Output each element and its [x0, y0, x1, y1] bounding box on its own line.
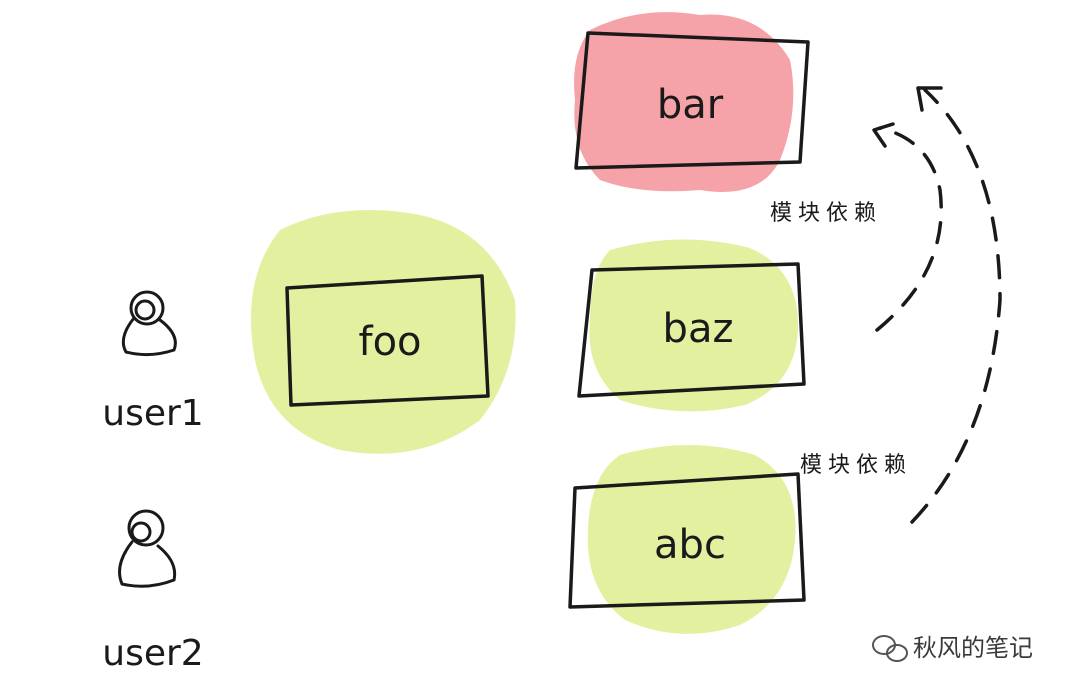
dependency-arrow-abc-bar: [910, 86, 1002, 524]
dependency-arrow-baz-bar: [872, 122, 943, 332]
module-abc-box: [568, 472, 806, 609]
watermark-label: 秋风的笔记: [913, 634, 1033, 662]
module-foo-label: foo: [358, 319, 421, 365]
user2: user2: [102, 509, 204, 674]
module-bar-box: [574, 31, 810, 170]
module-foo-highlight: [250, 210, 516, 454]
dependency-arrow-baz-bar-head: [872, 122, 895, 148]
wechat-icon: [872, 635, 908, 662]
module-abc-highlight: [587, 445, 796, 634]
module-abc: abc: [568, 445, 806, 634]
module-baz-box: [577, 262, 806, 398]
module-foo-box: [285, 274, 490, 407]
module-abc-label: abc: [654, 522, 726, 568]
module-bar-label: bar: [657, 82, 724, 128]
dependency-label-abc-bar: 模块依赖: [800, 453, 912, 478]
module-foo: foo: [250, 210, 516, 454]
user1-label: user1: [102, 393, 203, 434]
dependency-arrow-abc-bar-line: [910, 88, 1002, 524]
user1: user1: [102, 290, 204, 434]
module-baz-label: baz: [663, 306, 734, 352]
module-bar: bar: [574, 12, 810, 193]
module-baz: baz: [577, 239, 806, 412]
dependency-arrow-baz-bar-line: [875, 126, 943, 332]
module-bar-highlight: [574, 12, 794, 193]
user-icon: [118, 509, 177, 588]
dependency-label-baz-bar: 模块依赖: [770, 201, 882, 226]
user2-label: user2: [102, 633, 203, 674]
dependency-arrow-abc-bar-head: [916, 86, 943, 112]
watermark: 秋风的笔记: [872, 634, 1033, 662]
user-icon: [121, 290, 177, 357]
module-baz-highlight: [589, 239, 799, 412]
